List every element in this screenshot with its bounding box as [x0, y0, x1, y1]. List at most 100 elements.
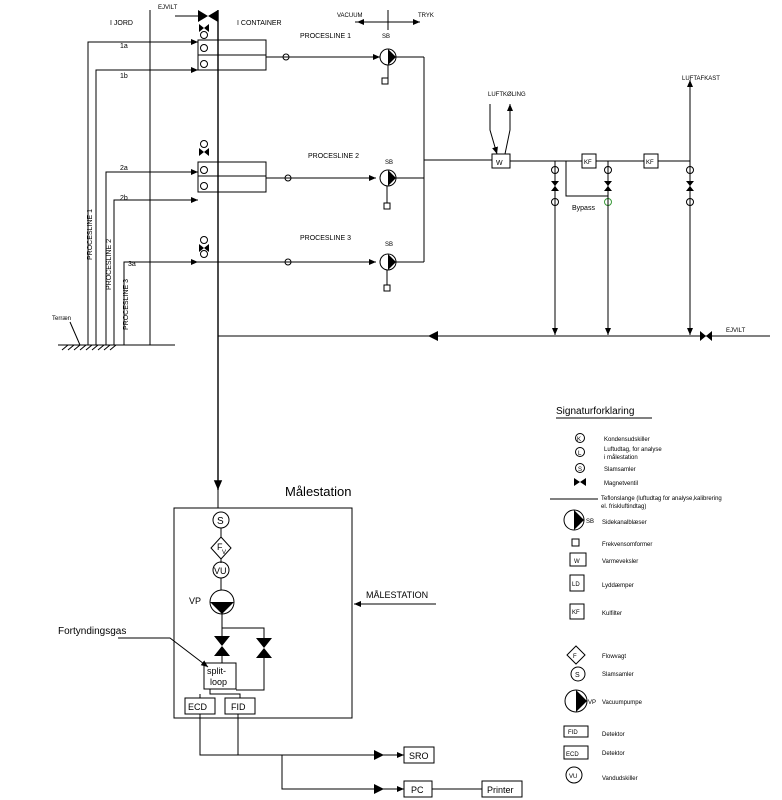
legend-item-7: Sidekanalblæser: [602, 520, 647, 526]
printer-box: [481, 780, 523, 798]
fortyndingsgas-label: Fortyndingsgas: [58, 626, 126, 637]
malestation-arrow-label: MÅLESTATION: [366, 590, 428, 600]
ecd-label: ECD: [188, 702, 208, 712]
svg-text:SB: SB: [586, 519, 594, 525]
bypass-loop: [565, 161, 609, 197]
l-icon-3: [200, 236, 208, 244]
label-3a: 3a: [128, 261, 136, 268]
side-channel-blower-2: [379, 169, 397, 187]
pipe-3a: [123, 259, 198, 345]
split-loop: [203, 662, 237, 690]
i-jord-label: I JORD: [110, 20, 133, 27]
legend-ecd-icon: [563, 745, 589, 760]
processline-2-label: PROCESLINE 2: [308, 153, 359, 160]
fr-icon-1: [381, 77, 389, 85]
cooling-in: [489, 104, 498, 155]
terraen-label: Terræn: [52, 316, 71, 322]
processline-2-header: [197, 161, 267, 193]
k-icon-pl2: [284, 174, 292, 182]
label-1b: 1b: [120, 73, 128, 80]
legend-w-icon: [569, 552, 587, 567]
vertical-processline-3: PROCESLINE 3: [123, 279, 130, 330]
svg-text:K: K: [577, 437, 581, 443]
legend-vu-icon: [565, 766, 583, 784]
luftkoling-label: LUFTKØLING: [488, 92, 526, 98]
bypass-label: Bypass: [572, 205, 595, 212]
legend-ld-icon: [569, 574, 585, 592]
luftafkast-label: LUFTAFKAST: [682, 76, 720, 82]
legend-item-9: Varmeveksler: [602, 559, 638, 565]
legend-l-icon: [575, 447, 585, 457]
processline-1-label: PROCESLINE 1: [300, 33, 351, 40]
pipe-1a: [87, 39, 198, 345]
s-icon-1: [200, 60, 208, 68]
fid-detector: [224, 697, 256, 715]
label-2a: 2a: [120, 165, 128, 172]
svg-text:KF: KF: [572, 610, 580, 616]
svg-text:F: F: [217, 542, 223, 552]
kf-label-1: KF: [584, 160, 592, 166]
legend-fv-icon: [566, 645, 586, 665]
svg-text:FID: FID: [568, 730, 578, 736]
label-1a: 1a: [120, 43, 128, 50]
sb-label-3: SB: [385, 242, 393, 248]
k-icon-1: [200, 31, 208, 39]
tryk-label: TRYK: [418, 13, 434, 19]
wv-label: W: [496, 160, 503, 167]
legend-fr-icon: [571, 538, 580, 547]
sro-label: SRO: [409, 751, 429, 761]
legend-item-11: Kulfilter: [602, 611, 622, 617]
svg-text:ECD: ECD: [566, 752, 579, 758]
valve-icon-1: [199, 24, 209, 32]
side-channel-blower-3: [379, 253, 397, 271]
legend-item-16: Detektor: [602, 751, 625, 757]
svg-text:W: W: [574, 559, 580, 565]
sb-label-1: SB: [382, 34, 390, 40]
legend-item-13: Slamsamler: [602, 672, 634, 678]
s-icon-2: [200, 182, 208, 190]
legend-item-12: Flowvagt: [602, 654, 626, 660]
flowvagt-icon: F V: [210, 536, 232, 560]
legend-item-3: Slamsamler: [604, 467, 636, 473]
pipe-2b: [113, 197, 198, 345]
label-2b: 2b: [120, 195, 128, 202]
svg-text:S: S: [575, 672, 580, 679]
vacuumpumpe-icon: [209, 589, 235, 615]
fr-icon-2: [383, 202, 391, 210]
legend-s-icon: [575, 463, 585, 473]
svg-text:S: S: [217, 516, 224, 527]
ejvilt-label-top: EJVILT: [158, 5, 178, 11]
legend-item-14: Vacuumpumpe: [602, 700, 643, 706]
svg-text:VU: VU: [214, 566, 227, 576]
legend-k-icon: [575, 433, 585, 443]
svg-text:L: L: [578, 451, 582, 457]
legend-item-15: Detektor: [602, 732, 625, 738]
legend: Signaturforklaring K Kondensudskiller L …: [550, 406, 722, 784]
legend-item-17: Vandudskiller: [602, 776, 638, 782]
k-icon-2: [200, 140, 208, 148]
pc-label: PC: [411, 785, 424, 795]
fortyndingsgas-line: [118, 637, 209, 668]
l-icon-1: [200, 44, 208, 52]
vertical-processline-2: PROCESLINE 2: [106, 239, 113, 290]
to-pc: [281, 755, 404, 792]
legend-item-4: Magnetventil: [604, 481, 638, 487]
magnetventil-right: [256, 638, 272, 658]
l-icon-2: [200, 166, 208, 174]
malestation-title: Målestation: [285, 484, 351, 499]
legend-item-6: el. friskluftindtag): [601, 504, 646, 510]
vacuum-label: VACUUM: [337, 13, 363, 19]
k-icon-pl1: [282, 53, 290, 61]
svg-text:LD: LD: [572, 582, 580, 588]
valve-icon-3: [199, 244, 209, 252]
fid-label: FID: [231, 702, 246, 712]
kf-label-2: KF: [646, 160, 654, 166]
legend-valve-icon: [574, 478, 586, 486]
legend-vp-icon: VP: [564, 689, 596, 713]
sb-label-2: SB: [385, 160, 393, 166]
legend-item-8: Frekvensomformer: [602, 542, 652, 548]
header-labels: EJVILT I JORD I CONTAINER VACUUM TRYK: [110, 5, 434, 27]
legend-sb-icon: SB: [563, 509, 594, 531]
cooling-out: [504, 104, 513, 155]
